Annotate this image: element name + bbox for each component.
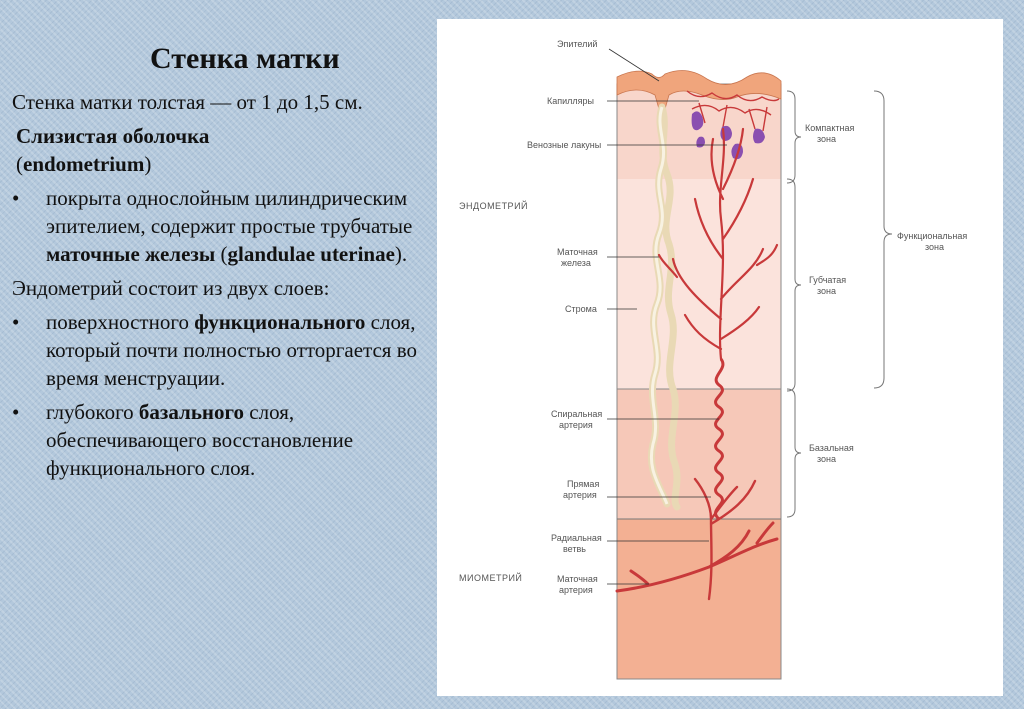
zone-compact-1: Компактная xyxy=(805,123,854,133)
slide-title: Стенка матки xyxy=(150,42,340,75)
bullet3-bold: базального xyxy=(138,400,245,424)
label-radial-branch-2: ветвь xyxy=(563,544,586,554)
label-myometrium: МИОМЕТРИЙ xyxy=(459,572,522,583)
mucosa-heading: Слизистая оболочка(endometrium) xyxy=(16,124,210,176)
label-uterine-artery-1: Маточная xyxy=(557,574,598,584)
mucosa-latin: endometrium xyxy=(23,152,145,176)
label-straight-artery-1: Прямая xyxy=(567,479,599,489)
bullet2-suffix: слоя, который почти полностью отторгаетс… xyxy=(46,310,417,390)
label-straight-artery-2: артерия xyxy=(563,490,597,500)
bullet3-prefix: глубокого xyxy=(46,400,139,424)
bullet2-prefix: поверхностного xyxy=(46,310,195,334)
capillary-network xyxy=(686,90,780,132)
label-uterine-gland-1: Маточная xyxy=(557,247,598,257)
artery-branches xyxy=(657,127,779,361)
label-venous-lacunae: Венозные лакуны xyxy=(527,140,601,150)
mucosa-list: покрыта однослойным цилиндрическим эпите… xyxy=(12,184,424,268)
label-uterine-gland-2: железа xyxy=(561,258,591,268)
label-radial-branch-1: Радиальная xyxy=(551,533,602,543)
bullet1-latin: glandulae uterinae xyxy=(227,242,395,266)
bullet-glands: покрыта однослойным цилиндрическим эпите… xyxy=(12,184,424,268)
label-spiral-artery-1: Спиральная xyxy=(551,409,602,419)
bullet3-suffix: слоя, обеспечивающего восстановление фун… xyxy=(46,400,354,480)
label-capillaries: Капилляры xyxy=(547,96,594,106)
bullet-basal: глубокого базального слоя, обеспечивающе… xyxy=(12,398,424,482)
slide-content: Стенка матки толстая — от 1 до 1,5 см. С… xyxy=(12,88,424,488)
label-spiral-artery-2: артерия xyxy=(559,420,593,430)
zone-basal-2: зона xyxy=(817,454,836,464)
zone-functional-2: зона xyxy=(925,242,944,252)
leader-lines xyxy=(607,48,727,585)
zone-spongy-1: Губчатая xyxy=(809,275,846,285)
layers-text: Эндометрий состоит из двух слоев: xyxy=(12,276,330,300)
radial-branch xyxy=(615,521,779,593)
intro-text: Стенка матки толстая — от 1 до 1,5 см. xyxy=(12,90,363,114)
basal-layer xyxy=(617,389,781,519)
bullet-functional: поверхностного функционального слоя, кот… xyxy=(12,308,424,392)
mucosa-label: Слизистая оболочка xyxy=(16,124,210,148)
zone-braces xyxy=(786,90,893,518)
layers-list: поверхностного функционального слоя, кот… xyxy=(12,308,424,482)
label-epithelium: Эпителий xyxy=(557,39,597,49)
bullet1-bold: маточные железы xyxy=(46,242,216,266)
label-endometrium: ЭНДОМЕТРИЙ xyxy=(459,200,528,211)
zone-compact-2: зона xyxy=(817,134,836,144)
venous-lacunae xyxy=(691,111,765,160)
uterine-gland-lumen xyxy=(649,106,669,505)
spiral-artery xyxy=(714,358,725,521)
zone-functional-1: Функциональная xyxy=(897,231,967,241)
bullet2-bold: функционального xyxy=(194,310,366,334)
myometrium-layer xyxy=(617,519,781,679)
bullet1-prefix: покрыта однослойным цилиндрическим эпите… xyxy=(46,186,413,238)
label-uterine-artery-2: артерия xyxy=(559,585,593,595)
zone-spongy-2: зона xyxy=(817,286,836,296)
diagram-svg: Эпителий Капилляры Венозные лакуны ЭНДОМ… xyxy=(459,39,967,680)
uterine-wall-diagram: Эпителий Капилляры Венозные лакуны ЭНДОМ… xyxy=(437,19,1003,696)
label-stroma: Строма xyxy=(565,304,597,314)
zone-basal-1: Базальная xyxy=(809,443,854,453)
straight-artery xyxy=(693,477,757,601)
